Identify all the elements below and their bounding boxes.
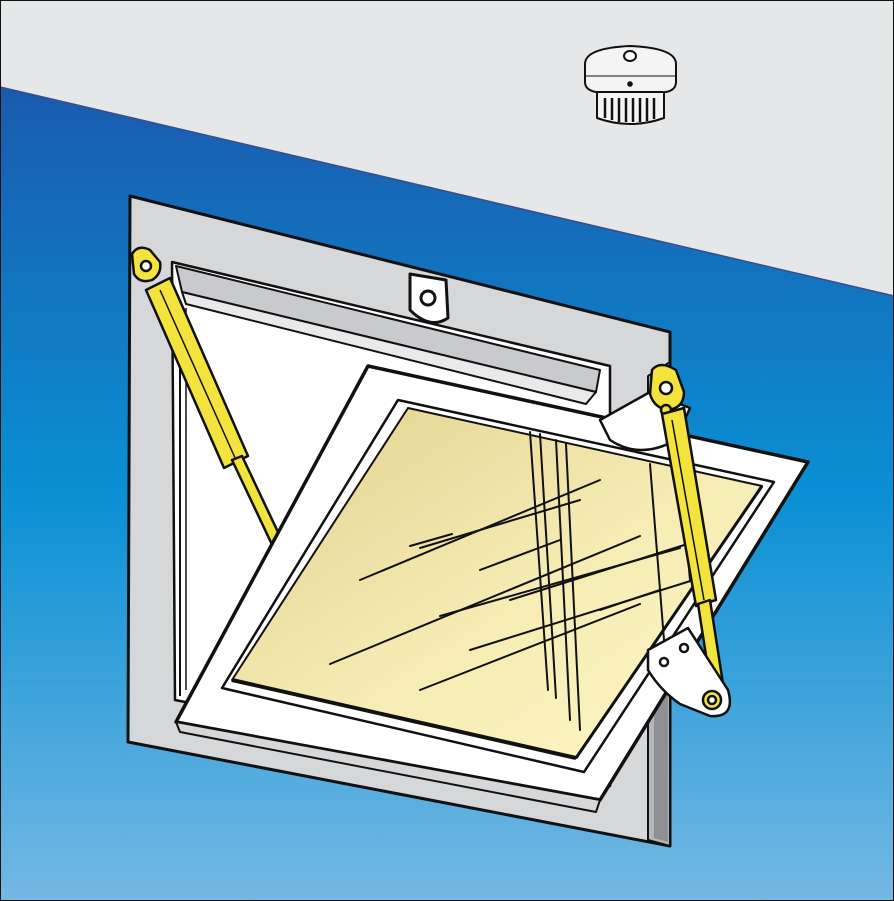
glass-reflections [329,431,701,731]
gas-strut-icon [598,363,732,718]
smoke-detector-icon [584,45,677,125]
window-sash [174,364,810,813]
ceiling-edge [0,86,894,297]
